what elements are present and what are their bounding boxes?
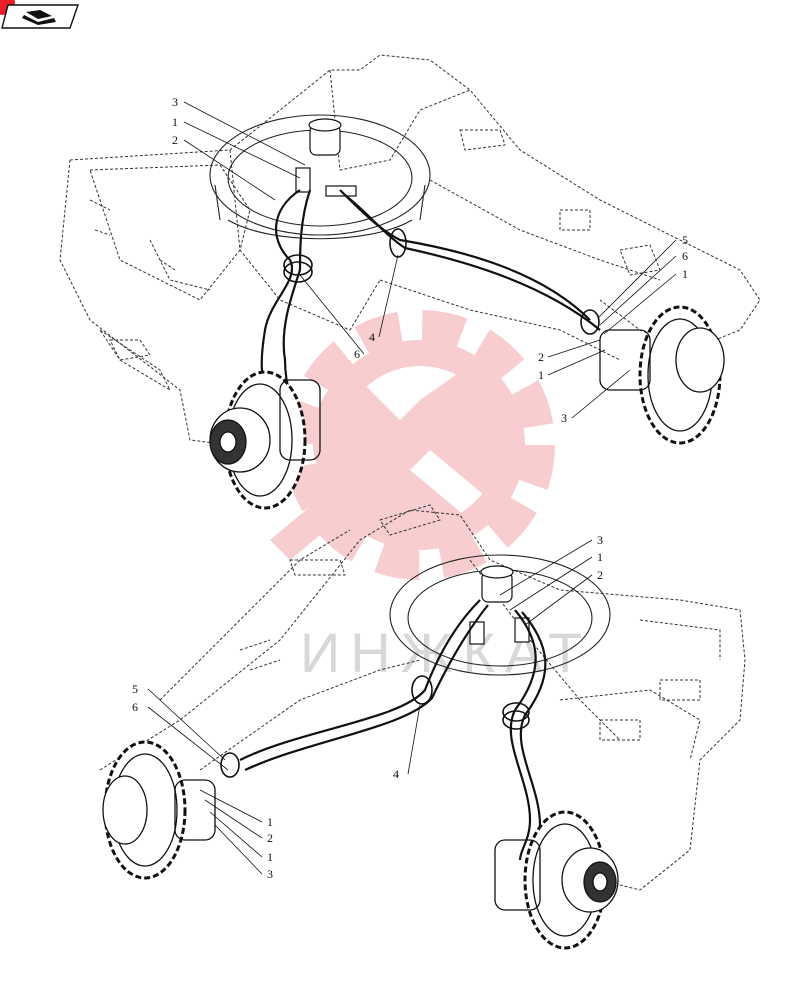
- callout-label: 1: [682, 267, 688, 281]
- callout-label: 3: [172, 95, 178, 109]
- lower-right-sprocket: [494, 810, 619, 950]
- callout-label: 1: [267, 850, 273, 864]
- callout-label: 4: [369, 330, 375, 344]
- upper-left-sprocket: [209, 370, 321, 510]
- lower-left-sprocket: [102, 740, 216, 880]
- callout-label: 1: [597, 550, 603, 564]
- watermark-text: ИНЖКАТ: [300, 621, 592, 684]
- lower-callouts: 3 1 2 5 6 1 2 1 3 4: [132, 533, 603, 881]
- callout-label: 1: [267, 815, 273, 829]
- upper-hoses: [260, 189, 601, 411]
- callout-label: 4: [393, 767, 399, 781]
- lower-hose-clamps: [220, 675, 530, 778]
- callout-label: 2: [597, 568, 603, 582]
- open-book-icon[interactable]: [1, 4, 79, 29]
- callout-label: 2: [267, 831, 273, 845]
- callout-label: 1: [538, 368, 544, 382]
- upper-hose-clamps: [283, 228, 600, 335]
- upper-leader-lines: [183, 101, 677, 419]
- callout-label: 3: [597, 533, 603, 547]
- callout-label: 6: [132, 700, 138, 714]
- upper-right-sprocket: [599, 305, 725, 445]
- callout-label: 5: [132, 682, 138, 696]
- callout-label: 5: [682, 233, 688, 247]
- gear-wrench-icon: [270, 310, 555, 580]
- callout-label: 3: [561, 411, 567, 425]
- callout-label: 6: [354, 347, 360, 361]
- lower-frame: [99, 504, 746, 891]
- callout-label: 2: [538, 350, 544, 364]
- lower-leader-lines: [147, 539, 593, 875]
- callout-label: 6: [682, 249, 688, 263]
- callout-label: 3: [267, 867, 273, 881]
- upper-callouts: 3 1 2 5 6 1 2 1 3 4 6: [172, 95, 688, 425]
- callout-label: 1: [172, 115, 178, 129]
- callout-label: 2: [172, 133, 178, 147]
